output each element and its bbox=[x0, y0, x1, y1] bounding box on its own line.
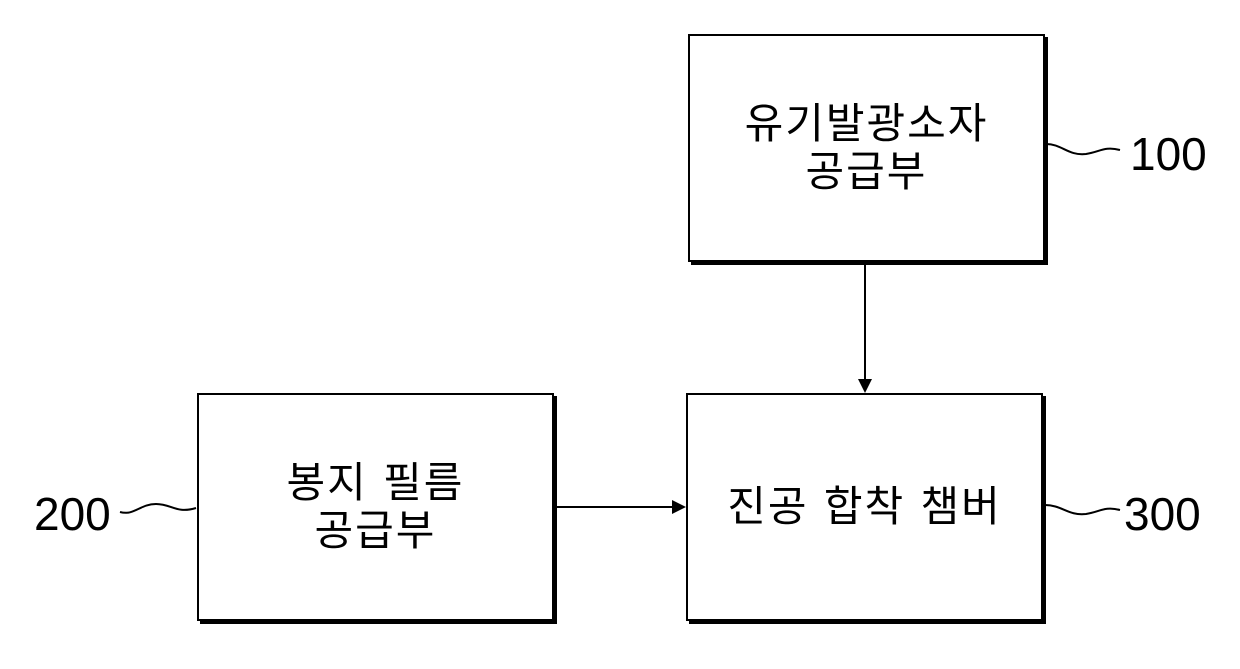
oled-supply-unit-block: 유기발광소자 공급부 bbox=[688, 34, 1045, 262]
oled-supply-unit-label: 유기발광소자 공급부 bbox=[745, 100, 989, 196]
encapsulation-film-supply-unit-block: 봉지 필름 공급부 bbox=[197, 393, 554, 621]
leader-line-200 bbox=[120, 504, 196, 513]
leader-line-300 bbox=[1045, 505, 1120, 514]
encapsulation-film-supply-unit-label-line2: 공급부 bbox=[287, 507, 465, 555]
vacuum-bonding-chamber-label-line1: 진공 합착 챔버 bbox=[727, 483, 1002, 531]
reference-numeral-300: 300 bbox=[1124, 490, 1201, 538]
encapsulation-film-supply-unit-label-line1: 봉지 필름 bbox=[287, 459, 465, 507]
reference-numeral-200: 200 bbox=[34, 490, 111, 538]
encapsulation-film-supply-unit-label: 봉지 필름 공급부 bbox=[287, 459, 465, 555]
reference-numeral-100: 100 bbox=[1130, 130, 1207, 178]
oled-supply-unit-label-line2: 공급부 bbox=[745, 148, 989, 196]
vacuum-bonding-chamber-block: 진공 합착 챔버 bbox=[686, 393, 1043, 621]
leader-line-100 bbox=[1046, 144, 1120, 154]
oled-supply-unit-label-line1: 유기발광소자 bbox=[745, 100, 989, 148]
vacuum-bonding-chamber-label: 진공 합착 챔버 bbox=[727, 483, 1002, 531]
